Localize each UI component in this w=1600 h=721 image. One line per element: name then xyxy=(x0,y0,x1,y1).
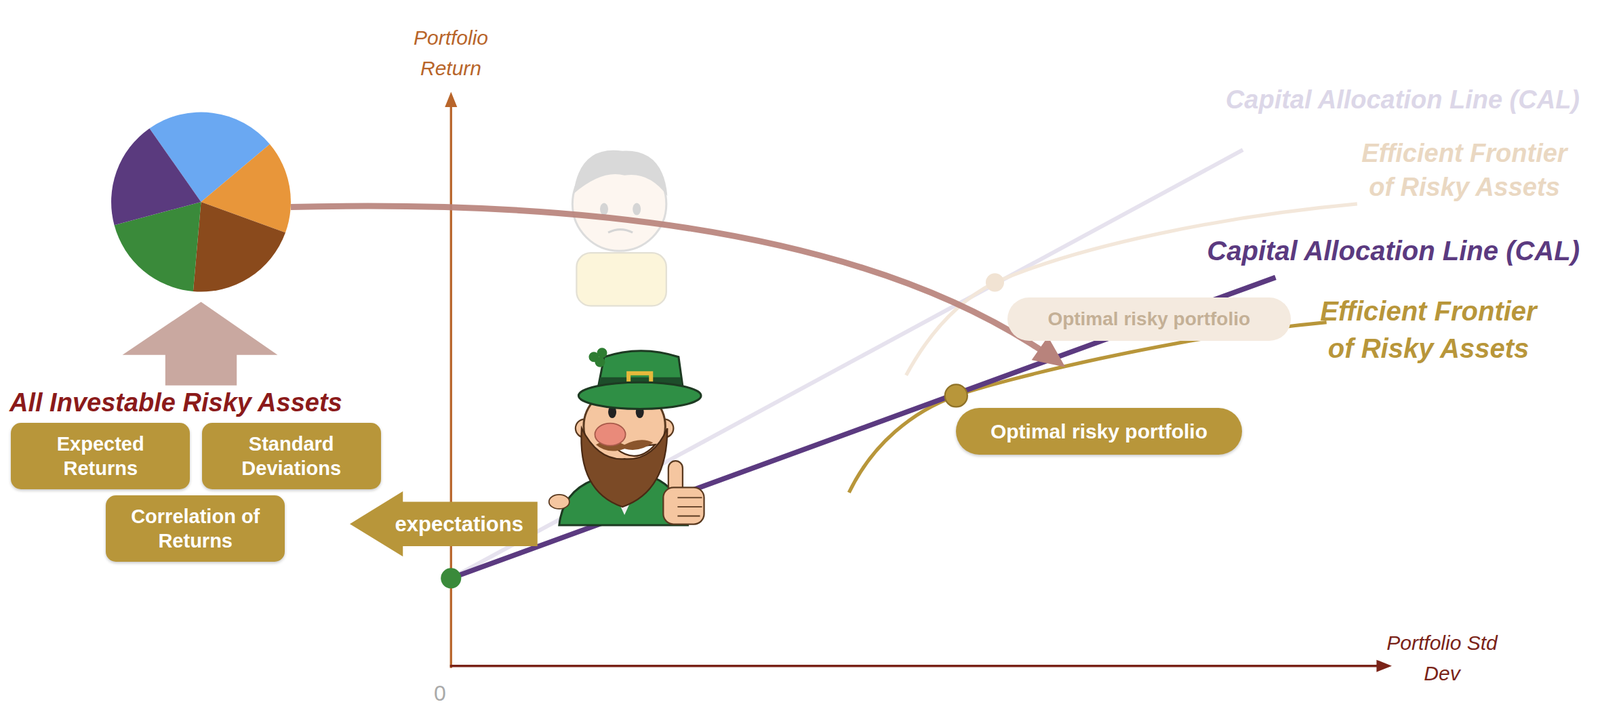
node-text: Correlation of Returns xyxy=(113,504,277,554)
axis-origin: 0 xyxy=(433,680,447,707)
faded-person xyxy=(572,150,668,307)
person-eye xyxy=(632,202,641,215)
x-axis-head xyxy=(1376,660,1392,673)
curved-arrow xyxy=(290,206,1051,358)
node-text: Optimal risky portfolio xyxy=(1047,307,1251,331)
group-heading: All Investable Risky Assets xyxy=(9,387,343,419)
curved-arrow-head xyxy=(1031,336,1066,368)
portfolio-pill: Optimal risky portfolio xyxy=(955,408,1242,455)
axis-title: Portfolio Std Dev xyxy=(1384,627,1500,689)
input-box: Standard Deviations xyxy=(202,423,382,490)
nose xyxy=(594,423,626,447)
risk-free-dot xyxy=(440,568,462,589)
person-mouth xyxy=(608,229,633,234)
person-eye xyxy=(600,202,609,215)
faded-line-label: Capital Allocation Line (CAL) xyxy=(1225,84,1580,116)
person-shirt xyxy=(576,252,666,306)
person-hair xyxy=(573,150,668,196)
line-label: Capital Allocation Line (CAL) xyxy=(1206,234,1580,268)
input-box: Correlation of Returns xyxy=(105,495,285,563)
fist xyxy=(663,487,704,525)
hand xyxy=(549,494,570,510)
curve-label: Efficient Frontier of Risky Assets xyxy=(1313,292,1544,368)
shamrock-leaf xyxy=(594,357,605,368)
faded-frontier-curve xyxy=(906,204,1358,376)
faded-portfolio-pill: Optimal risky portfolio xyxy=(1007,297,1291,341)
faded-curve-label: Efficient Frontier of Risky Assets xyxy=(1352,136,1577,205)
cal-line xyxy=(450,277,1276,579)
node-text: Optimal risky portfolio xyxy=(990,419,1208,445)
x-axis xyxy=(450,665,1378,668)
beard xyxy=(581,428,668,508)
hat-brim xyxy=(578,382,702,409)
pie-slice xyxy=(193,202,286,292)
y-axis-head xyxy=(444,91,457,108)
node-text: Standard Deviations xyxy=(210,431,373,482)
input-box: Expected Returns xyxy=(10,423,190,490)
node-text: Expected Returns xyxy=(18,431,182,482)
pie-chart xyxy=(111,112,291,293)
up-arrow xyxy=(122,301,278,386)
fingers xyxy=(677,497,702,516)
expectations-arrow: expectations xyxy=(349,491,538,557)
arrow-fill xyxy=(349,491,538,557)
tangent-dot xyxy=(945,384,968,407)
node-text: expectations xyxy=(394,512,524,537)
axis-title: Portfolio Return xyxy=(393,22,509,84)
pie-slice xyxy=(111,128,201,226)
shamrock-leaf xyxy=(596,347,607,358)
faded-tangent-dot xyxy=(985,273,1005,292)
leprechaun xyxy=(549,347,705,526)
